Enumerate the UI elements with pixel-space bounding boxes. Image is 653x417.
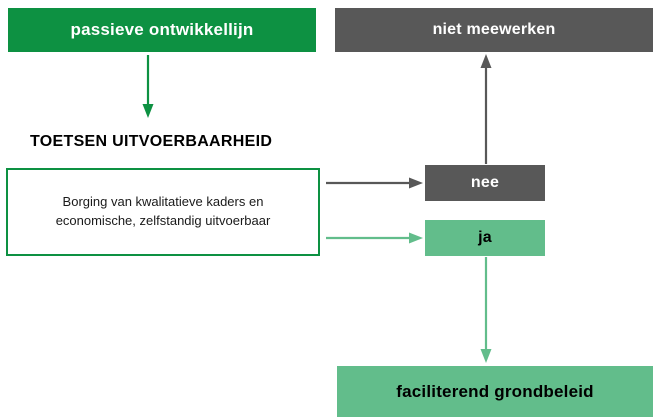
node-passieve-ontwikkellijn: passieve ontwikkellijn xyxy=(8,8,316,52)
section-heading-toetsen-uitvoerbaarheid: TOETSEN UITVOERBAARHEID xyxy=(30,133,273,150)
criteria-line-1: Borging van kwalitatieve kaders en xyxy=(62,194,264,210)
criteria-line-2: economische, zelfstandig uitvoerbaar xyxy=(55,213,271,228)
node-criteria-borging: Borging van kwalitatieve kaders en econo… xyxy=(6,168,320,256)
arrow-criteria-to-ja-icon xyxy=(326,232,423,244)
arrow-ja-to-faciliterend-icon xyxy=(480,257,492,363)
node-niet-meewerken: niet meewerken xyxy=(335,8,653,52)
arrow-nee-to-niet-meewerken-icon xyxy=(480,54,492,164)
node-decision-nee: nee xyxy=(425,165,545,201)
arrow-passieve-to-toetsen-icon xyxy=(142,55,154,118)
node-decision-ja: ja xyxy=(425,220,545,256)
arrow-criteria-to-nee-icon xyxy=(326,177,423,189)
node-faciliterend-grondbeleid: faciliterend grondbeleid xyxy=(337,366,653,417)
